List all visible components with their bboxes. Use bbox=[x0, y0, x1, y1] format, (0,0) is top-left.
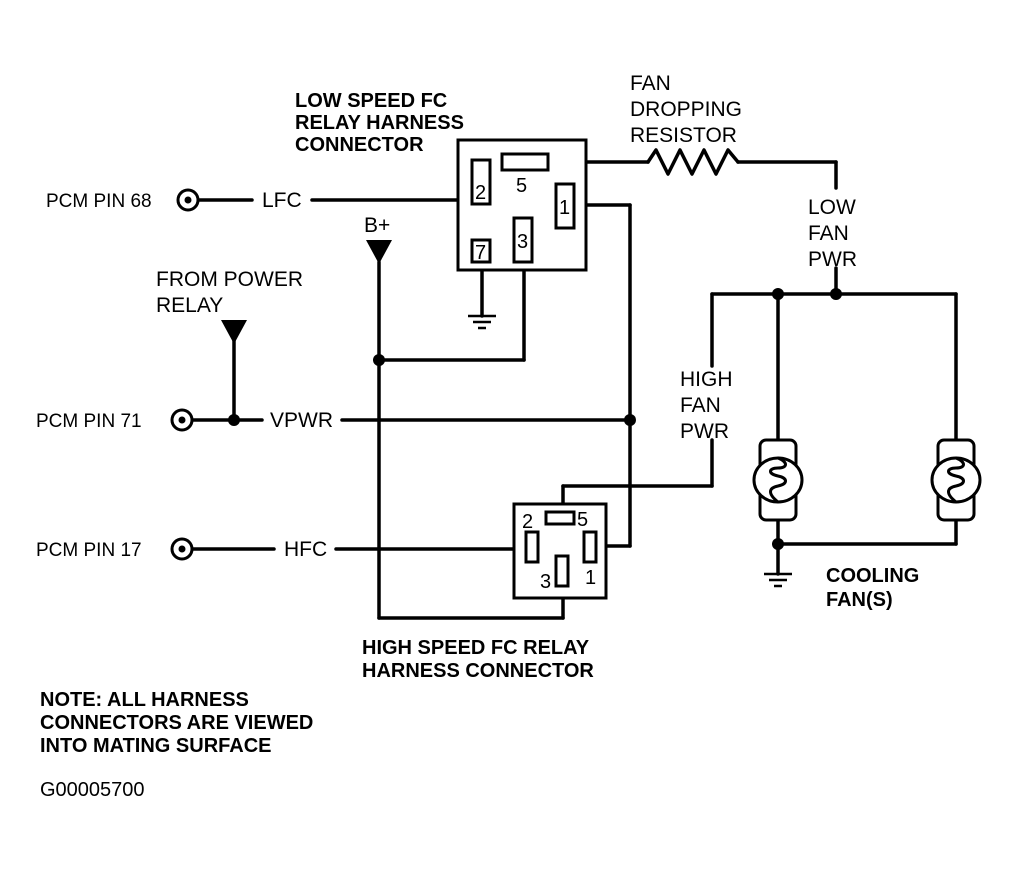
low-pin-5-label: 5 bbox=[516, 175, 527, 197]
low-pin-3-label: 3 bbox=[517, 231, 528, 253]
label-line: PWR bbox=[680, 420, 729, 443]
low-pin-1 bbox=[554, 182, 576, 230]
pcm-terminal-68 bbox=[176, 188, 200, 212]
label-line: FAN(S) bbox=[826, 589, 893, 611]
cooling-fans-label: COOLING FAN(S) bbox=[826, 565, 919, 611]
title-line: HIGH SPEED FC RELAY bbox=[362, 637, 590, 659]
title-line: CONNECTOR bbox=[295, 134, 424, 156]
b-plus-label: B+ bbox=[364, 214, 390, 237]
low-pin-2 bbox=[470, 158, 492, 206]
low-pin-5 bbox=[500, 152, 550, 172]
high-pin-1 bbox=[582, 530, 598, 564]
junction-dot bbox=[772, 538, 784, 550]
low-speed-relay-title: LOW SPEED FC RELAY HARNESS CONNECTOR bbox=[295, 90, 464, 156]
note-text: NOTE: ALL HARNESS CONNECTORS ARE VIEWED … bbox=[40, 689, 313, 757]
junction-dots bbox=[228, 288, 842, 550]
low-pin-7 bbox=[470, 238, 492, 264]
b-plus-arrow-icon bbox=[366, 240, 392, 264]
label-line: FAN bbox=[808, 222, 849, 245]
high-pin-2-label: 2 bbox=[522, 511, 533, 533]
high-pin-3 bbox=[554, 554, 570, 588]
hfc-signal-label: HFC bbox=[284, 538, 327, 561]
cooling-fan-motor-1 bbox=[752, 438, 804, 522]
high-pin-5-label: 5 bbox=[577, 509, 588, 531]
label-line: RELAY bbox=[156, 294, 223, 317]
pcm-pin-17-label: PCM PIN 17 bbox=[36, 540, 142, 561]
junction-dot bbox=[373, 354, 385, 366]
junction-dot bbox=[830, 288, 842, 300]
junction-dot bbox=[624, 414, 636, 426]
low-speed-relay-connector: 5 2 1 3 7 bbox=[456, 138, 588, 272]
high-pin-3-label: 3 bbox=[540, 571, 551, 593]
note-line: CONNECTORS ARE VIEWED bbox=[40, 712, 313, 734]
junction-dot bbox=[772, 288, 784, 300]
title-line: HARNESS CONNECTOR bbox=[362, 660, 594, 682]
power-relay-arrow-icon bbox=[221, 320, 247, 344]
high-pin-1-label: 1 bbox=[585, 567, 596, 589]
ground-icon bbox=[764, 572, 792, 588]
lfc-signal-label: LFC bbox=[262, 189, 302, 212]
high-pin-2 bbox=[524, 530, 540, 564]
label-line: FAN bbox=[630, 72, 671, 95]
low-pin-3 bbox=[512, 216, 534, 264]
high-fan-pwr-label: HIGH FAN PWR bbox=[680, 368, 733, 443]
low-fan-pwr-label: LOW FAN PWR bbox=[808, 196, 857, 271]
note-line: NOTE: ALL HARNESS bbox=[40, 689, 249, 711]
label-line: RESISTOR bbox=[630, 124, 737, 147]
title-line: LOW SPEED FC bbox=[295, 90, 447, 112]
wiring bbox=[190, 148, 958, 620]
title-line: RELAY HARNESS bbox=[295, 112, 464, 134]
cooling-fan-motor-2 bbox=[930, 438, 982, 522]
label-line: FROM POWER bbox=[156, 268, 303, 291]
label-line: FAN bbox=[680, 394, 721, 417]
high-speed-relay-title: HIGH SPEED FC RELAY HARNESS CONNECTOR bbox=[362, 637, 594, 682]
ground-icon bbox=[468, 314, 496, 330]
low-pin-2-label: 2 bbox=[475, 182, 486, 204]
pcm-pin-71-label: PCM PIN 71 bbox=[36, 411, 142, 432]
resistor-label: FAN DROPPING RESISTOR bbox=[630, 72, 742, 147]
label-line: PWR bbox=[808, 248, 857, 271]
high-pin-5 bbox=[544, 510, 576, 526]
pcm-terminal-71 bbox=[170, 408, 194, 432]
pcm-terminal-17 bbox=[170, 537, 194, 561]
label-line: COOLING bbox=[826, 565, 919, 587]
low-pin-7-label: 7 bbox=[475, 242, 486, 264]
junction-dot bbox=[228, 414, 240, 426]
low-pin-1-label: 1 bbox=[559, 197, 570, 219]
figure-code: G00005700 bbox=[40, 779, 145, 801]
label-line: HIGH bbox=[680, 368, 733, 391]
from-power-relay-label: FROM POWER RELAY bbox=[156, 268, 303, 317]
vpwr-signal-label: VPWR bbox=[270, 409, 333, 432]
label-line: DROPPING bbox=[630, 98, 742, 121]
pcm-pin-68-label: PCM PIN 68 bbox=[46, 191, 152, 212]
label-line: LOW bbox=[808, 196, 856, 219]
high-speed-relay-connector: 2 5 3 1 bbox=[512, 502, 608, 600]
note-line: INTO MATING SURFACE bbox=[40, 735, 271, 757]
